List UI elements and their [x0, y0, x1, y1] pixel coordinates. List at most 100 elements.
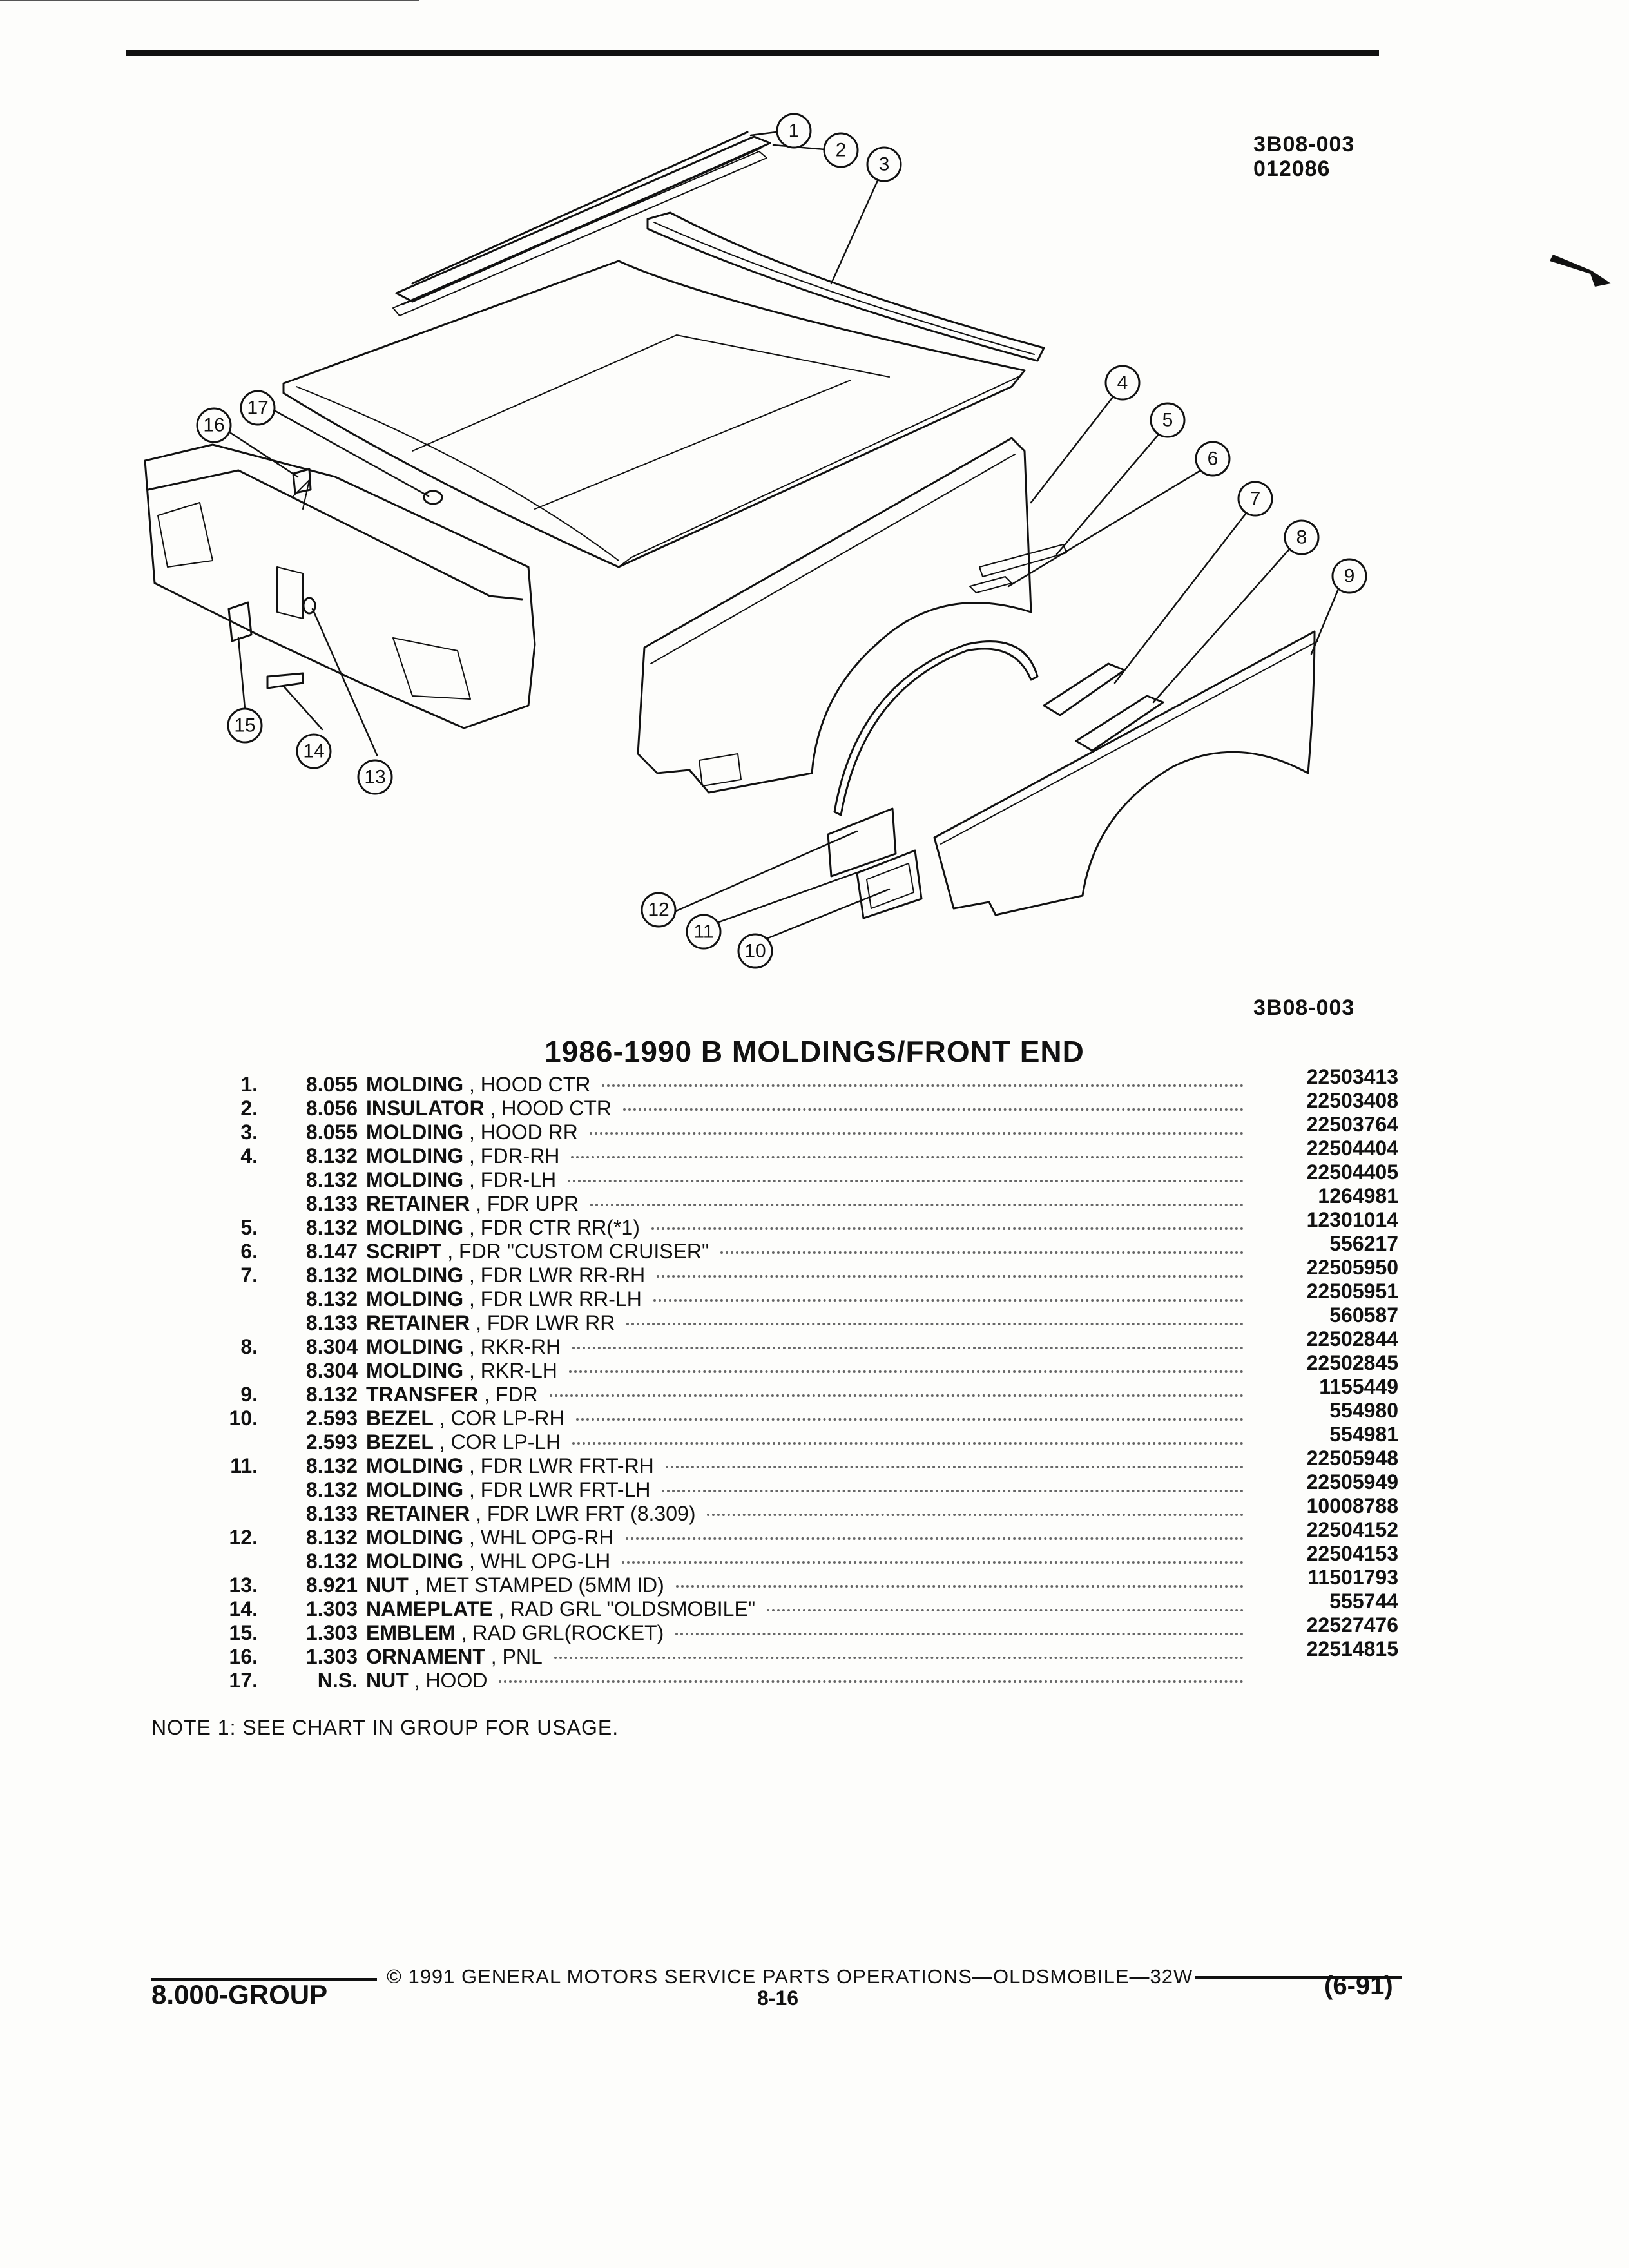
group-number: 8.304: [305, 1335, 358, 1358]
svg-text:16: 16: [203, 415, 224, 436]
part-detail: RKR-RH: [480, 1335, 561, 1358]
callout-2: 2: [823, 132, 859, 168]
item-number: 5.: [240, 1216, 258, 1239]
callout-6: 6: [1195, 441, 1231, 477]
dot-leader: [572, 1347, 1244, 1349]
part-number: 10008788: [1306, 1494, 1398, 1517]
part-description: RETAINER , FDR UPR: [366, 1192, 579, 1216]
part-number: 560587: [1329, 1303, 1398, 1327]
part-description: NAMEPLATE , RAD GRL "OLDSMOBILE": [366, 1597, 755, 1621]
group-number: 1.303: [305, 1645, 358, 1668]
svg-text:13: 13: [364, 767, 385, 788]
part-name: BEZEL: [366, 1430, 434, 1454]
callout-11: 11: [686, 914, 722, 950]
separator: ,: [463, 1287, 481, 1311]
part-number: 22503408: [1306, 1089, 1398, 1112]
item-number: 16.: [229, 1645, 258, 1668]
separator: ,: [485, 1645, 503, 1668]
separator: ,: [463, 1359, 481, 1382]
dot-leader: [499, 1680, 1244, 1683]
part-name: MOLDING: [366, 1287, 464, 1311]
part-description: MOLDING , FDR-RH: [366, 1144, 559, 1168]
group-number: 2.593: [305, 1407, 358, 1430]
svg-text:12: 12: [648, 899, 669, 921]
dot-leader: [626, 1323, 1244, 1325]
group-number: 8.132: [305, 1144, 358, 1168]
item-number: 14.: [229, 1597, 258, 1620]
part-description: MOLDING , HOOD RR: [366, 1120, 578, 1144]
footer-revision-date: (6-91): [1324, 1972, 1393, 2000]
footer-rule-right: [1195, 1976, 1402, 1979]
item-number: 8.: [240, 1335, 258, 1358]
dot-leader: [651, 1227, 1244, 1230]
dot-leader: [590, 1204, 1244, 1206]
part-detail: FDR UPR: [487, 1192, 579, 1215]
part-number: 554981: [1329, 1423, 1398, 1446]
hood-center-molding: [392, 131, 771, 316]
part-description: MOLDING , RKR-LH: [366, 1359, 557, 1383]
item-number: 13.: [229, 1573, 258, 1597]
part-detail: HOOD CTR: [501, 1097, 612, 1120]
dot-leader: [572, 1442, 1244, 1445]
callout-9: 9: [1331, 558, 1367, 594]
item-number: 1.: [240, 1073, 258, 1096]
small-fasteners: [227, 468, 443, 689]
item-number: 6.: [240, 1240, 258, 1263]
separator: ,: [470, 1311, 487, 1334]
dot-leader: [666, 1466, 1244, 1468]
svg-text:9: 9: [1344, 566, 1355, 587]
part-detail: FDR LWR RR-RH: [480, 1264, 646, 1287]
separator: ,: [463, 1144, 481, 1168]
svg-text:8: 8: [1296, 527, 1307, 548]
svg-text:11: 11: [693, 921, 713, 943]
part-description: MOLDING , FDR LWR RR-LH: [366, 1287, 642, 1311]
group-number: 8.132: [305, 1526, 358, 1549]
part-number: 22505950: [1306, 1256, 1398, 1279]
part-number: 22503413: [1306, 1065, 1398, 1088]
part-number: 22504152: [1306, 1518, 1398, 1541]
dot-leader: [590, 1132, 1244, 1135]
usage-note: NOTE 1: SEE CHART IN GROUP FOR USAGE.: [151, 1716, 619, 1739]
wheel-opening-molding: [833, 640, 1039, 816]
header-rule: [126, 50, 1379, 56]
item-number: 10.: [229, 1407, 258, 1430]
part-name: MOLDING: [366, 1073, 464, 1096]
part-number: 22503764: [1306, 1113, 1398, 1136]
callout-7: 7: [1237, 481, 1273, 517]
group-number: 8.133: [305, 1502, 358, 1525]
svg-text:14: 14: [303, 741, 324, 762]
part-name: TRANSFER: [366, 1383, 479, 1406]
callout-13: 13: [357, 759, 393, 795]
svg-text:17: 17: [247, 398, 268, 419]
top-edge-line: [0, 0, 419, 1]
dot-leader: [653, 1299, 1244, 1302]
part-name: MOLDING: [366, 1120, 464, 1144]
dot-leader: [720, 1251, 1244, 1254]
group-number: 8.132: [305, 1216, 358, 1239]
group-number: 8.921: [305, 1573, 358, 1597]
group-number: 2.593: [305, 1430, 358, 1454]
group-number: 8.132: [305, 1168, 358, 1191]
part-name: RETAINER: [366, 1192, 470, 1215]
part-description: ORNAMENT , PNL: [366, 1645, 543, 1669]
dot-leader: [662, 1490, 1244, 1492]
front-fender: [637, 437, 1067, 794]
dot-leader: [767, 1609, 1244, 1611]
separator: ,: [463, 1550, 481, 1573]
group-number: 8.132: [305, 1478, 358, 1501]
separator: ,: [463, 1120, 481, 1144]
part-description: NUT , MET STAMPED (5MM ID): [366, 1573, 664, 1597]
part-number: 11501793: [1307, 1566, 1398, 1589]
dot-leader: [622, 1561, 1244, 1564]
part-detail: FDR LWR FRT (8.309): [487, 1502, 696, 1525]
